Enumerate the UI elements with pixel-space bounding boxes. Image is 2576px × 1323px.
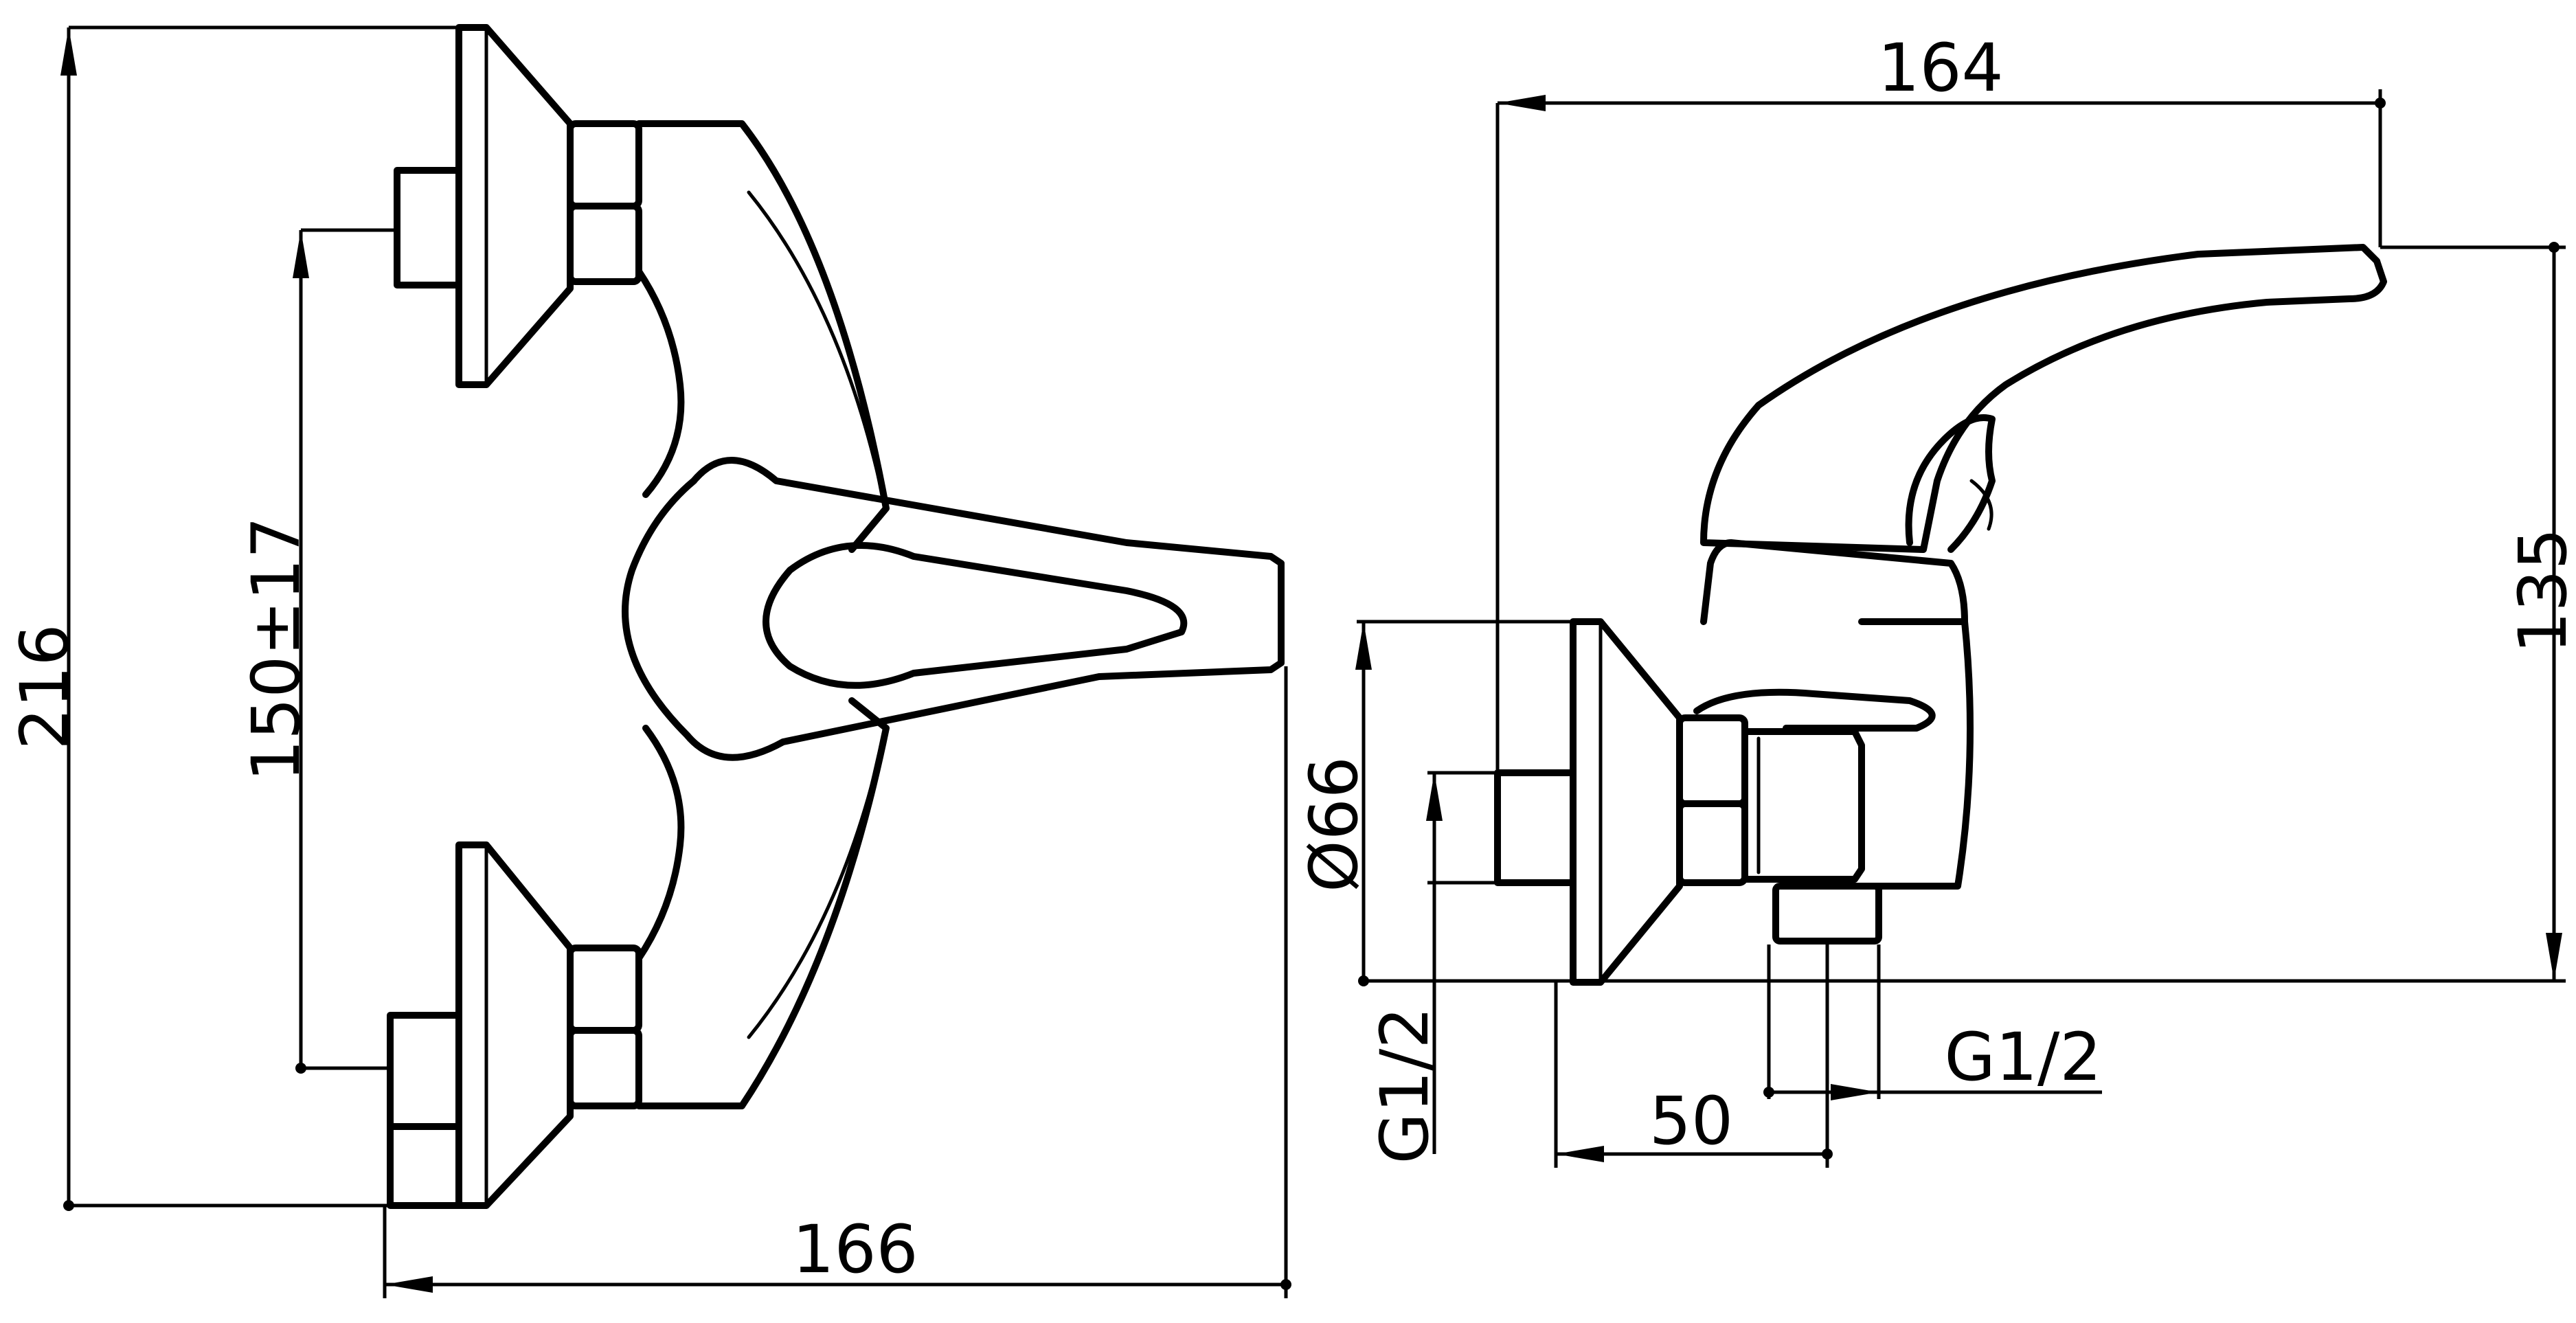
side-body — [1693, 539, 1974, 890]
side-hex-nut — [1676, 714, 1748, 886]
dim-side-depth: 164 — [1877, 30, 2003, 106]
side-view — [1494, 244, 2387, 986]
lever-handle-front — [622, 457, 1285, 761]
side-rosette — [1494, 618, 1683, 986]
dim-inlet-thread: G1/2 — [1366, 1007, 1443, 1164]
side-dimensions — [1355, 89, 2566, 1168]
lower-hex-nut — [567, 945, 642, 1109]
lower-rosette — [387, 841, 574, 1209]
dim-handle-height: 135 — [2505, 528, 2576, 653]
dim-overall-height: 216 — [6, 624, 83, 749]
dim-outlet-offset: 50 — [1649, 1083, 1733, 1160]
lever-handle-side — [1700, 244, 2387, 553]
dim-rosette-diameter: Ø66 — [1296, 756, 1372, 892]
front-view — [387, 24, 1285, 1209]
upper-rosette — [394, 24, 574, 388]
dim-connection-spacing: 150±17 — [238, 517, 315, 782]
dim-outlet-thread: G1/2 — [1945, 1019, 2102, 1096]
front-dimensions — [60, 25, 1291, 1298]
side-outlet — [1772, 883, 1882, 945]
mixer-body — [635, 120, 890, 1109]
upper-hex-nut — [567, 120, 642, 285]
dim-front-width: 166 — [792, 1211, 918, 1288]
